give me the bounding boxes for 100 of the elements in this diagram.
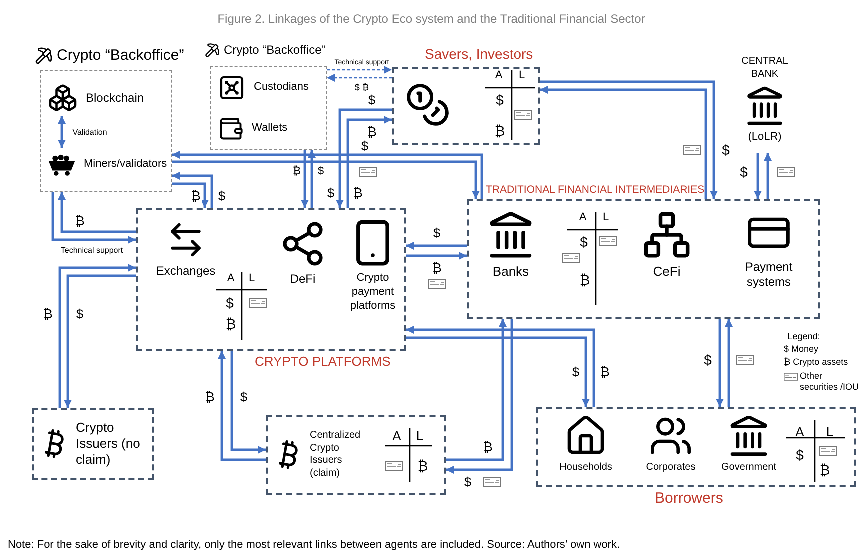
edge-label: ₿ <box>42 308 54 320</box>
edge-label: ₿ <box>482 440 494 454</box>
arrow <box>172 172 214 208</box>
arrow <box>218 351 266 462</box>
node-label: CENTRAL BANK <box>740 56 790 81</box>
node-label: Custodians <box>254 81 310 95</box>
node-label: Payment systems <box>744 260 794 290</box>
edge-label: $ <box>739 165 749 179</box>
symbol-label: ₿ <box>820 463 830 477</box>
edge-label: $ <box>432 226 442 240</box>
symbol-label: $ <box>796 448 804 462</box>
node-label: Corporates <box>646 462 696 474</box>
group-heading: Borrowers <box>655 490 724 509</box>
node-label: DeFi <box>290 272 316 287</box>
arrow <box>754 153 762 199</box>
node-label: Exchanges <box>156 264 216 279</box>
symbol-label: A <box>392 430 402 442</box>
legend-text: $ Money <box>784 344 819 356</box>
symbol-label: $ <box>580 235 588 249</box>
arrow <box>172 160 480 199</box>
node-label: Households <box>560 462 612 474</box>
group-heading: TRADITIONAL FINANCIAL INTERMEDIARIES <box>486 184 705 198</box>
edge-label: $ <box>75 308 85 320</box>
caption: Note: For the sake of brevity and clarity, only the most relevant links between agents are included. Source: Authors’ own work. <box>8 538 620 553</box>
arrow <box>406 242 467 250</box>
symbol-label: L <box>826 426 834 438</box>
edge-label: ₿ <box>204 390 216 404</box>
arrow <box>336 108 392 208</box>
symbol-label: ₿ <box>494 124 506 138</box>
node-label: Banks <box>492 264 530 280</box>
symbol-label: ₿ <box>580 273 590 287</box>
legend-text: Other securities /IOU <box>800 370 860 393</box>
edge-label: $ <box>217 190 227 202</box>
group-heading: Crypto “Backoffice” <box>57 47 184 66</box>
edge-label: $ <box>463 476 473 488</box>
arrow <box>446 319 507 462</box>
edge-label: $ ₿ <box>354 84 370 92</box>
edge-label: ₿ <box>599 366 611 378</box>
arrow <box>716 319 724 407</box>
arrow <box>406 336 590 407</box>
symbol-label: $ <box>496 93 504 107</box>
edge-label: $ <box>360 140 370 152</box>
figure-title: Figure 2. Linkages of the Crypto Eco system and the Traditional Financial Sector <box>216 11 646 28</box>
edge-label: $ <box>571 366 581 378</box>
arrow <box>764 153 772 199</box>
node-label: Crypto payment platforms <box>349 272 397 314</box>
arrow <box>327 66 392 74</box>
arrow <box>58 116 66 148</box>
symbol-label: L <box>518 70 526 82</box>
edge-label: ₿ <box>190 190 202 202</box>
arrow <box>52 192 136 244</box>
edge-label: ₿ <box>292 166 302 178</box>
arrow <box>346 116 392 208</box>
symbol-label: L <box>248 274 256 284</box>
group-heading: CRYPTO PLATFORMS <box>255 354 391 370</box>
arrow <box>406 326 596 407</box>
arrow <box>446 319 514 474</box>
symbol-label: ₿ <box>226 317 236 331</box>
node-label: Blockchain <box>86 90 144 106</box>
edge-label: Technical support <box>60 247 124 255</box>
symbol-label: L <box>602 212 610 224</box>
edge-label: $ <box>367 94 377 106</box>
symbol-label: Legend: <box>788 332 820 342</box>
arrow <box>58 192 136 234</box>
legend-text: ₿ Crypto assets <box>784 357 848 368</box>
node-label: Crypto Issuers (no claim) <box>76 420 142 468</box>
arrow <box>327 74 392 82</box>
symbol-label: A <box>495 70 503 82</box>
symbol-label: L <box>416 430 424 442</box>
group-heading: Savers, Investors <box>425 46 534 64</box>
symbol-label: A <box>796 426 804 438</box>
node-label: CeFi <box>653 264 681 280</box>
edge-label: $ <box>703 353 713 367</box>
arrow <box>230 351 266 454</box>
arrow <box>308 150 316 208</box>
dashed-issuer-box <box>32 408 154 480</box>
edge-label: $ <box>239 390 249 404</box>
arrow <box>172 182 209 208</box>
node-label: (LoLR) <box>748 131 782 145</box>
node-label: Centralized Crypto Issuers (claim) <box>310 430 362 480</box>
symbol-label: $ <box>226 296 234 310</box>
symbol-label: $ <box>327 186 335 200</box>
symbol-label: ₿ <box>353 186 363 200</box>
symbol-label: A <box>579 212 587 224</box>
node-label: Wallets <box>252 122 288 136</box>
node-label: Miners/validators <box>84 158 168 172</box>
edge-label: $ <box>721 143 731 157</box>
edge-label: Validation <box>72 129 108 137</box>
edge-label: ₿ <box>431 262 443 274</box>
edge-label: ₿ <box>366 126 378 138</box>
arrow <box>725 319 733 407</box>
edge-label: $ <box>316 166 326 178</box>
arrow <box>406 252 467 260</box>
arrow <box>301 150 309 208</box>
symbol-label: ₿ <box>418 459 428 473</box>
arrow <box>172 151 484 199</box>
symbol-label: A <box>227 274 235 284</box>
group-heading: Crypto “Backoffice” <box>224 43 326 58</box>
edge-label: ₿ <box>74 214 86 228</box>
node-label: Government <box>721 462 777 474</box>
